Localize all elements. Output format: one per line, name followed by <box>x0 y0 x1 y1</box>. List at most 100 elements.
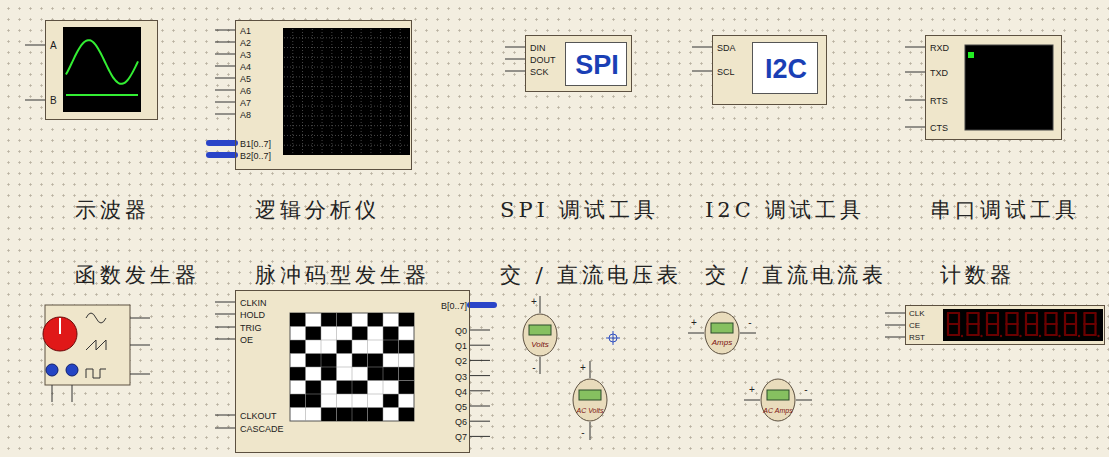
pin-wire <box>905 47 925 48</box>
pattern-grid <box>368 408 384 422</box>
meter-label: Volts <box>531 341 549 349</box>
pin-wire <box>215 339 235 340</box>
pin-wire <box>470 436 490 437</box>
polarity-sign: + <box>749 385 755 395</box>
pin-name: B[0..7] <box>441 302 467 311</box>
counter-display <box>1083 313 1085 324</box>
meter-lead <box>688 333 704 334</box>
logic-analyzer-screen <box>284 145 409 146</box>
logic-analyzer-screen <box>283 28 410 155</box>
terminal-screen <box>965 45 1053 130</box>
pin-name: DIN <box>530 44 546 53</box>
pin-name: A4 <box>240 63 251 72</box>
logic-analyzer-screen <box>284 96 409 97</box>
pin-name: A3 <box>240 51 251 60</box>
pin-name: DOUT <box>530 56 556 65</box>
pattern-grid <box>290 407 414 408</box>
pin-wire <box>905 127 925 128</box>
pattern-grid <box>306 381 322 395</box>
counter-display <box>997 324 999 335</box>
pin-name: TRIG <box>240 324 262 333</box>
pin-wire <box>505 59 525 60</box>
meter-lead <box>540 357 541 374</box>
pattern-grid <box>399 381 415 395</box>
pattern-grid <box>352 354 368 368</box>
instrument-caption: 逻辑分析仪 <box>255 200 380 221</box>
counter-display <box>947 313 949 324</box>
counter-display <box>1085 312 1096 314</box>
pattern-grid <box>368 354 384 368</box>
origin-marker <box>606 331 620 345</box>
instrument-body <box>905 305 1105 345</box>
pin-wire <box>215 327 235 328</box>
polarity-sign: - <box>581 428 584 438</box>
pin-wire <box>885 325 905 326</box>
signal-generator <box>43 305 150 402</box>
pattern-grid <box>321 354 337 368</box>
oscilloscope-screen <box>66 94 138 96</box>
pin-name: Q3 <box>455 372 467 381</box>
pin-name: CLKOUT <box>240 412 277 421</box>
signal-generator <box>130 345 150 346</box>
terminal-screen <box>965 45 1053 130</box>
meter-lcd <box>529 325 551 335</box>
instrument-caption: 函数发生器 <box>75 265 200 286</box>
counter-display <box>948 312 959 314</box>
pattern-grid <box>399 313 415 327</box>
signal-generator <box>86 340 106 350</box>
meter-lead <box>540 296 812 440</box>
pin-wire <box>215 428 235 429</box>
origin-marker <box>613 331 614 345</box>
counter-display <box>1085 323 1096 325</box>
pattern-grid <box>290 313 414 421</box>
logic-analyzer-screen <box>284 135 409 136</box>
pin-wire <box>885 313 905 314</box>
logic-analyzer-screen <box>351 29 352 154</box>
pin-name: B1[0..7] <box>240 140 271 149</box>
pin-name: A8 <box>240 111 251 120</box>
counter-display <box>958 324 960 335</box>
counter-display <box>1019 335 1021 337</box>
counter-display <box>987 334 998 336</box>
meter-label: AC Amps <box>763 407 792 414</box>
oscilloscope-screen <box>63 27 141 112</box>
pin-name: Q2 <box>455 357 467 366</box>
pattern-grid <box>337 381 353 395</box>
pin-name: A2 <box>240 39 251 48</box>
meter-outline <box>523 314 557 356</box>
instrument-body <box>45 20 158 120</box>
oscilloscope-screen <box>66 40 138 84</box>
pin-name: Q4 <box>455 387 467 396</box>
meter-body: Volts <box>522 313 558 357</box>
counter-display <box>966 324 968 335</box>
instrument-box: CLKINHOLDTRIGOECLKOUTCASCADEB[0..7]Q0Q1Q… <box>235 290 470 453</box>
pattern-grid <box>290 380 414 381</box>
pin-name: Q1 <box>455 342 467 351</box>
counter-display <box>947 324 949 335</box>
pin-wire <box>692 47 712 48</box>
polarity-sign: - <box>804 385 807 395</box>
signal-generator <box>130 374 150 375</box>
pin-wire <box>470 406 490 407</box>
pattern-grid <box>352 381 368 395</box>
polarity-sign: - <box>748 318 751 328</box>
counter-display <box>1016 324 1018 335</box>
counter-display <box>1097 335 1099 337</box>
meter-lead <box>590 361 591 378</box>
signal-generator <box>86 369 106 378</box>
counter-display <box>968 312 979 314</box>
counter-display <box>948 313 1100 337</box>
pattern-grid <box>383 394 399 408</box>
counter-display <box>968 334 979 336</box>
counter-display <box>986 324 988 335</box>
meter-lcd <box>579 390 601 400</box>
instrument-body <box>235 290 470 453</box>
pin-wire <box>215 30 235 31</box>
pin-wire <box>470 330 490 331</box>
counter-display <box>1005 324 1007 335</box>
pattern-grid <box>399 340 415 354</box>
polarity-sign: + <box>691 318 697 328</box>
pin-wire <box>215 102 235 103</box>
instrument-box: DINDOUTSCKSPI <box>525 35 632 92</box>
counter-display <box>977 324 979 335</box>
